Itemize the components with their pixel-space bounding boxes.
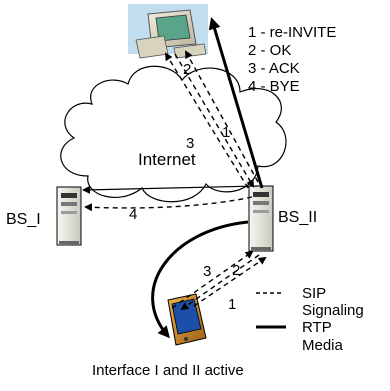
step-2: 2 - OK — [248, 42, 291, 59]
arrow-number-top-1: 1 — [222, 124, 230, 141]
arrow-number-bottom-1: 1 — [228, 296, 236, 313]
step-1: 1 - re-INVITE — [248, 24, 336, 41]
connection-line-bs — [82, 185, 259, 194]
legend-rtp-label: RTP — [302, 319, 332, 336]
sip-arrow-3-top — [164, 52, 249, 189]
sip-arrow-1-top — [185, 50, 259, 183]
sip-arrow-3-bottom — [171, 250, 254, 309]
server-bs-ii-icon — [248, 185, 274, 252]
legend-sip-label: SIP — [302, 285, 326, 302]
rtp-media-arrow-top — [208, 17, 264, 189]
arrow-number-bottom-2: 2 — [232, 262, 240, 279]
legend-sip-sublabel: Signaling — [302, 302, 364, 319]
sip-signaling-top — [164, 50, 259, 189]
server-bs-i-label: BS_I — [6, 211, 41, 228]
desktop-computer-icon — [128, 4, 208, 59]
step-4: 4 - BYE — [248, 78, 300, 95]
rtp-media-arrow-bottom — [151, 220, 249, 339]
pda-device-icon — [167, 293, 207, 346]
sip-signaling-bottom — [171, 250, 267, 311]
bottom-caption: Interface I and II active — [92, 362, 244, 379]
legend: SIP Signaling RTP Media — [256, 285, 364, 354]
steps-list: 1 - re-INVITE 2 - OK 3 - ACK 4 - BYE — [248, 24, 336, 95]
arrow-number-bottom-3: 3 — [203, 263, 211, 280]
sip-arrow-2-bottom — [180, 254, 260, 311]
server-bs-ii-label: BS_II — [278, 209, 317, 226]
internet-label: Internet — [138, 150, 196, 169]
step-3: 3 - ACK — [248, 60, 300, 77]
internet-cloud: Internet — [60, 65, 287, 203]
server-bs-i-icon — [56, 186, 82, 246]
arrow-number-bye-4: 4 — [129, 206, 137, 223]
sip-arrow-2-top — [174, 53, 255, 188]
sip-arrow-4-bye — [84, 196, 253, 212]
legend-rtp-sublabel: Media — [302, 337, 344, 354]
arrow-number-top-3: 3 — [186, 135, 194, 152]
arrow-number-top-2: 2 — [183, 61, 191, 78]
